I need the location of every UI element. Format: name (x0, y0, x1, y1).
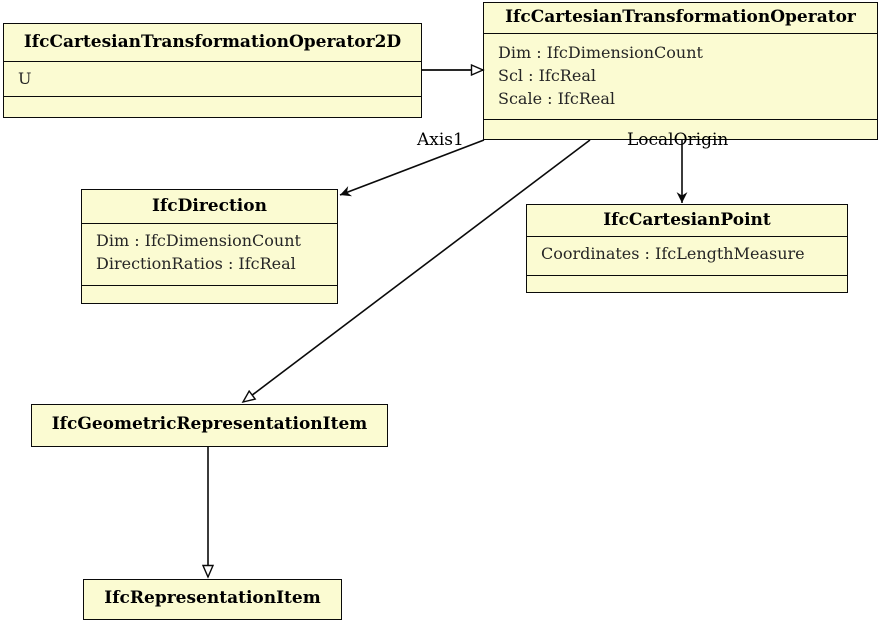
class-operations-compartment (82, 286, 337, 303)
class-title: IfcCartesianPoint (527, 205, 847, 237)
class-title: IfcGeometricRepresentationItem (51, 414, 368, 434)
class-attributes: Dim : IfcDimensionCount DirectionRatios … (82, 224, 337, 286)
class-operations-compartment (4, 97, 421, 117)
class-ifc-cartesian-transformation-operator-2d: IfcCartesianTransformationOperator2D U (3, 23, 422, 118)
class-ifc-direction: IfcDirection Dim : IfcDimensionCount Dir… (81, 189, 338, 304)
attribute-row: Dim : IfcDimensionCount (498, 43, 703, 62)
attribute-row: Scale : IfcReal (498, 89, 615, 108)
edge-label-axis1: Axis1 (417, 130, 464, 150)
class-title: IfcCartesianTransformationOperator2D (4, 24, 421, 62)
class-ifc-geometric-representation-item: IfcGeometricRepresentationItem (31, 404, 388, 447)
class-title: IfcCartesianTransformationOperator (484, 3, 877, 34)
attribute-row: Scl : IfcReal (498, 66, 596, 85)
class-title: IfcDirection (82, 190, 337, 224)
class-ifc-representation-item: IfcRepresentationItem (83, 579, 342, 620)
class-title: IfcRepresentationItem (104, 588, 321, 608)
class-ifc-cartesian-point: IfcCartesianPoint Coordinates : IfcLengt… (526, 204, 848, 293)
class-attributes: U (4, 62, 421, 97)
attribute-row: Dim : IfcDimensionCount (96, 231, 301, 250)
class-attributes: Dim : IfcDimensionCount Scl : IfcReal Sc… (484, 34, 877, 120)
attribute-row: U (18, 69, 32, 88)
attribute-row: DirectionRatios : IfcReal (96, 254, 296, 273)
edge-label-localorigin: LocalOrigin (627, 130, 729, 150)
class-attributes: Coordinates : IfcLengthMeasure (527, 237, 847, 276)
class-ifc-cartesian-transformation-operator: IfcCartesianTransformationOperator Dim :… (483, 2, 878, 140)
attribute-row: Coordinates : IfcLengthMeasure (541, 244, 805, 263)
class-operations-compartment (527, 276, 847, 292)
